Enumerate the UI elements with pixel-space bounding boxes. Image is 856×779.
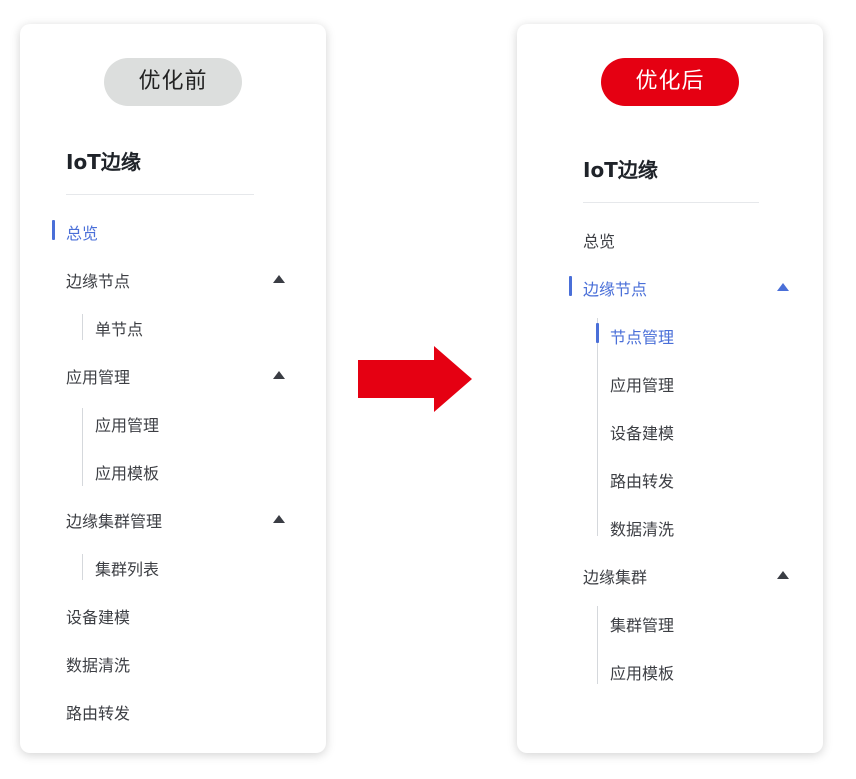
- title-divider: [66, 194, 254, 195]
- sidebar-item-app-management[interactable]: 应用管理: [95, 416, 160, 435]
- sidebar-item-node-management[interactable]: 节点管理: [610, 328, 675, 347]
- sidebar-title: IoT边缘: [583, 158, 658, 182]
- sidebar-group-edge-node[interactable]: 边缘节点: [66, 272, 131, 291]
- right-arrow-icon: [358, 346, 472, 412]
- sidebar-item-device-modeling[interactable]: 设备建模: [66, 608, 131, 627]
- sidebar-item-overview[interactable]: 总览: [66, 224, 99, 243]
- sidebar-item-overview[interactable]: 总览: [583, 232, 616, 251]
- sidebar-item-app-template[interactable]: 应用模板: [95, 464, 160, 483]
- caret-up-icon[interactable]: [273, 515, 285, 523]
- sidebar-item-single-node[interactable]: 单节点: [95, 320, 144, 339]
- sidebar-item-app-template[interactable]: 应用模板: [610, 664, 675, 683]
- sidebar-item-device-modeling[interactable]: 设备建模: [610, 424, 675, 443]
- sidebar-item-routing[interactable]: 路由转发: [610, 472, 675, 491]
- tree-line: [82, 554, 83, 580]
- caret-up-icon[interactable]: [777, 283, 789, 291]
- sidebar-group-edge-cluster-management[interactable]: 边缘集群管理: [66, 512, 163, 531]
- sidebar-item-app-management[interactable]: 应用管理: [610, 376, 675, 395]
- before-badge: 优化前: [104, 58, 242, 106]
- sidebar-title: IoT边缘: [66, 150, 141, 174]
- sidebar-group-edge-cluster[interactable]: 边缘集群: [583, 568, 648, 587]
- tree-line: [82, 314, 83, 340]
- after-badge: 优化后: [601, 58, 739, 106]
- caret-up-icon[interactable]: [777, 571, 789, 579]
- caret-up-icon[interactable]: [273, 275, 285, 283]
- active-indicator: [596, 323, 599, 343]
- sidebar-item-cluster-management[interactable]: 集群管理: [610, 616, 675, 635]
- sidebar-group-edge-node[interactable]: 边缘节点: [583, 280, 648, 299]
- title-divider: [583, 202, 759, 203]
- active-indicator: [569, 276, 572, 296]
- sidebar-before-panel: 优化前 IoT边缘 总览 边缘节点 单节点 应用管理 应用管理 应用模板 边缘集…: [20, 24, 326, 753]
- tree-line: [597, 318, 598, 536]
- tree-line: [82, 408, 83, 486]
- active-indicator: [52, 220, 55, 240]
- sidebar-group-app-management[interactable]: 应用管理: [66, 368, 131, 387]
- sidebar-item-cluster-list[interactable]: 集群列表: [95, 560, 160, 579]
- sidebar-after-panel: 优化后 IoT边缘 总览 边缘节点 节点管理 应用管理 设备建模 路由转发 数据…: [517, 24, 823, 753]
- caret-up-icon[interactable]: [273, 371, 285, 379]
- sidebar-item-data-cleansing[interactable]: 数据清洗: [610, 520, 675, 539]
- tree-line: [597, 606, 598, 684]
- sidebar-item-routing[interactable]: 路由转发: [66, 704, 131, 723]
- sidebar-item-data-cleansing[interactable]: 数据清洗: [66, 656, 131, 675]
